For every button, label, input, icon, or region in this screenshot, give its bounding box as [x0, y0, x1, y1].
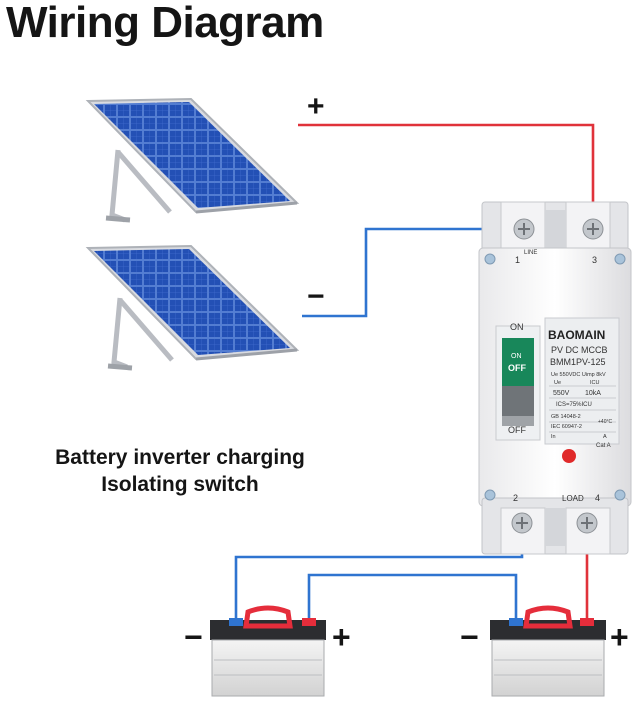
model-line-1: PV DC MCCB: [551, 345, 608, 355]
battery-left-negative-sign: −: [184, 619, 203, 655]
in-label: In: [551, 434, 556, 440]
spec-icu-label: ICU: [590, 380, 600, 386]
solar-panel-top: [85, 97, 300, 223]
terminal-screw-4: [576, 512, 598, 534]
battery-negative-wire-2: [307, 573, 518, 624]
handle-off-label: OFF: [508, 363, 526, 373]
spec-voltage: 550V: [553, 390, 570, 397]
battery-left: [210, 605, 326, 697]
terminal-3-label: 3: [592, 255, 597, 265]
handle-on-label: ON: [511, 353, 522, 360]
battery-right-negative-sign: −: [460, 619, 479, 655]
terminal-4-label: 4: [595, 493, 600, 503]
spec-ue-label: Ue: [554, 380, 561, 386]
battery-right: [490, 605, 606, 697]
spec-ue: Ue 550VDC Uimp 8kV: [551, 372, 606, 378]
load-label: LOAD: [562, 494, 584, 503]
spec-ics: ICS=75%ICU: [556, 402, 592, 408]
standard-gb: GB 14048-2: [551, 414, 581, 420]
spec-icu: 10kA: [585, 390, 601, 397]
solar-panel-bottom: [85, 244, 300, 371]
pv-negative-sign: −: [307, 280, 325, 313]
pv-positive-sign: +: [307, 90, 325, 123]
pv-negative-wire: [302, 227, 524, 318]
standard-iec: IEC 60947-2: [551, 424, 582, 430]
caption: Battery inverter charging Isolating swit…: [30, 444, 330, 498]
battery-right-positive-sign: +: [610, 619, 629, 655]
terminal-screw-2: [511, 512, 533, 534]
line-label: LINE: [524, 250, 537, 256]
dc-breaker: [478, 201, 632, 555]
on-position-label: ON: [510, 322, 524, 332]
terminal-screw-1: [513, 218, 535, 240]
pv-positive-wire: [298, 123, 595, 232]
caption-line-1: Battery inverter charging: [55, 446, 305, 469]
page-title: Wiring Diagram: [6, 0, 324, 47]
caption-line-2: Isolating switch: [101, 473, 259, 496]
terminal-screw-3: [582, 218, 604, 240]
temperature-label: +40°C: [598, 419, 612, 425]
model-line-2: BMM1PV-125: [550, 357, 606, 367]
cat-label: Cat A: [596, 443, 611, 449]
brand-label: BAOMAIN: [548, 328, 605, 342]
off-position-label: OFF: [508, 425, 526, 435]
a-label: A: [603, 434, 607, 440]
battery-left-positive-sign: +: [332, 619, 351, 655]
terminal-1-label: 1: [515, 255, 520, 265]
terminal-2-label: 2: [513, 493, 518, 503]
